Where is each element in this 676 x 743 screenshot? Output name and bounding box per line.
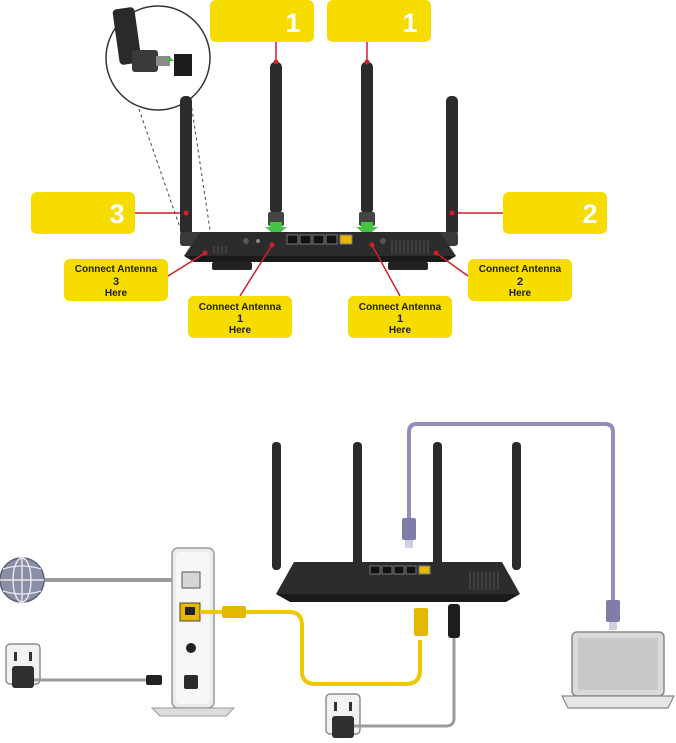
modem-router-cable [200,612,420,684]
svg-text:Here: Here [105,288,128,299]
number-tag-2: 2 [503,192,607,234]
power-adapter-icon [146,675,162,685]
number-tag-3: 3 [31,192,135,234]
number-tag-1b: 1 [327,0,431,42]
ethernet-plug-router [414,608,428,636]
svg-text:Connect Antenna: Connect Antenna [75,264,158,275]
antenna-2 [436,96,458,246]
svg-text:3: 3 [113,276,119,288]
wall-outlet-icon-2 [326,694,360,738]
connect-callout-3: Connect Antenna 3 Here [64,251,208,302]
antenna-3 [180,96,202,246]
router-rear-view [184,232,456,270]
svg-text:1: 1 [237,313,243,325]
svg-text:1: 1 [397,313,403,325]
ethernet-plug-modem [222,606,246,618]
connect-callout-2: Connect Antenna 2 Here [434,251,573,302]
svg-text:Connect Antenna: Connect Antenna [359,302,442,313]
antennas-top [180,60,458,247]
laptop-icon [562,632,674,708]
antenna-1a [268,60,284,227]
modem-icon [152,548,234,716]
svg-text:1: 1 [402,8,417,38]
svg-text:Connect Antenna: Connect Antenna [199,302,282,313]
svg-text:Here: Here [389,325,412,336]
antenna-1b [359,60,375,227]
number-tag-1a: 1 [210,0,314,42]
router-icon [272,442,521,602]
svg-text:1: 1 [285,8,300,38]
internet-port [340,235,352,244]
svg-text:2: 2 [582,199,597,229]
ethernet-plug-icon [402,518,416,548]
svg-text:2: 2 [517,276,523,288]
svg-text:Here: Here [229,325,252,336]
globe-icon [0,558,44,602]
svg-text:3: 3 [109,199,124,229]
svg-text:Connect Antenna: Connect Antenna [479,264,562,275]
svg-text:Here: Here [509,288,532,299]
ethernet-plug-icon-laptop [606,600,620,630]
router-power-plug [448,604,460,638]
